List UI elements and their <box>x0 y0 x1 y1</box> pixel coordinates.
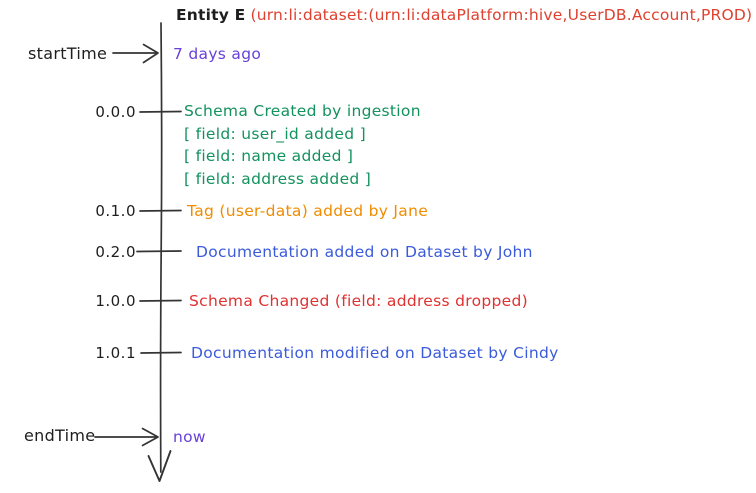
event-line: Schema Created by ingestion <box>184 102 421 120</box>
event-line: [ field: name added ] <box>184 147 354 165</box>
diagram-title: Entity E(urn:li:dataset:(urn:li:dataPlat… <box>176 6 752 24</box>
axis-arrowhead-icon <box>147 450 172 482</box>
entity-urn: (urn:li:dataset:(urn:li:dataPlatform:hiv… <box>250 6 753 24</box>
start-time-value: 7 days ago <box>173 45 262 63</box>
end-time-value: now <box>173 428 206 446</box>
event-text: Schema Created by ingestion [ field: use… <box>184 100 421 190</box>
entity-name: Entity E <box>176 6 246 24</box>
end-arrow-icon <box>94 427 159 447</box>
event-text: Schema Changed (field: address dropped) <box>189 290 528 313</box>
version-label: 0.2.0 <box>95 243 136 261</box>
start-arrow-icon <box>112 43 159 64</box>
event-line: Tag (user-data) added by Jane <box>187 202 429 220</box>
tick-mark <box>139 209 182 212</box>
version-label: 1.0.1 <box>95 344 136 362</box>
event-line: [ field: address added ] <box>184 169 372 188</box>
event-line: Documentation modified on Dataset by Cin… <box>191 344 559 362</box>
version-label: 0.1.0 <box>95 202 136 220</box>
event-line: Schema Changed (field: address dropped) <box>189 292 528 310</box>
tick-mark <box>139 110 182 113</box>
start-time-label: startTime <box>28 44 108 63</box>
event-text: Documentation modified on Dataset by Cin… <box>191 342 559 365</box>
end-time-label: endTime <box>24 426 96 445</box>
event-text: Documentation added on Dataset by John <box>196 241 533 264</box>
timeline-line <box>159 22 163 473</box>
event-line: [ field: user_id added ] <box>184 124 366 143</box>
version-label: 0.0.0 <box>95 103 136 121</box>
version-label: 1.0.0 <box>95 292 136 310</box>
tick-mark <box>136 250 182 253</box>
tick-mark <box>140 351 182 354</box>
event-line: Documentation added on Dataset by John <box>196 243 533 261</box>
tick-mark <box>139 299 182 302</box>
event-text: Tag (user-data) added by Jane <box>187 200 428 223</box>
